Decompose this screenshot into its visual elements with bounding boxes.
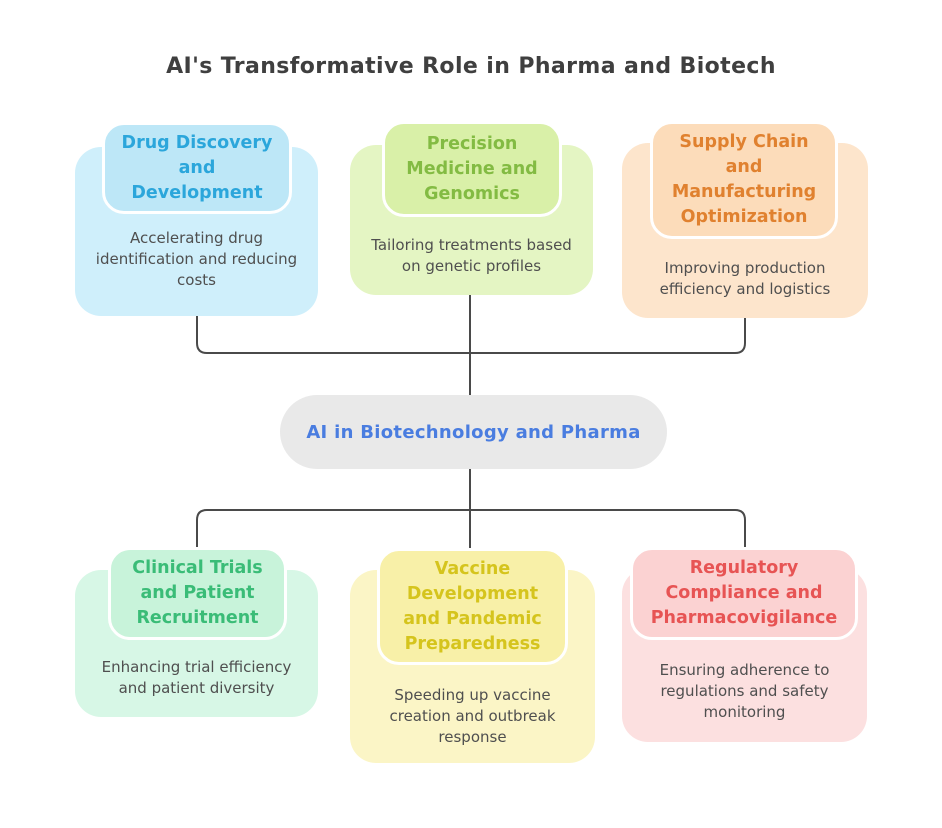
topic-description: Improving production efficiency and logi… (659, 259, 831, 298)
topic-description: Enhancing trial efficiency and patient d… (101, 658, 292, 697)
topic-description: Speeding up vaccine creation and outbrea… (389, 686, 556, 746)
topic-description: Accelerating drug identification and red… (95, 229, 298, 289)
central-node: AI in Biotechnology and Pharma (280, 395, 667, 469)
topic-title-card: Drug Discovery and Development (102, 122, 292, 214)
topic-title: Drug Discovery and Development (121, 132, 273, 203)
topic-title: Clinical Trials and Patient Recruitment (132, 558, 263, 628)
central-node-label: AI in Biotechnology and Pharma (306, 421, 641, 443)
topic-title-card: Regulatory Compliance and Pharmacovigila… (630, 547, 858, 640)
connector-bottom-bracket (196, 509, 746, 550)
topic-title-card: Precision Medicine and Genomics (382, 121, 562, 217)
topic-title-card: Clinical Trials and Patient Recruitment (108, 547, 287, 640)
diagram-heading: AI's Transformative Role in Pharma and B… (166, 54, 776, 79)
topic-title: Vaccine Development and Pandemic Prepare… (403, 558, 542, 654)
topic-title-card: Vaccine Development and Pandemic Prepare… (377, 548, 568, 665)
topic-title: Supply Chain and Manufacturing Optimizat… (671, 132, 817, 227)
topic-description: Tailoring treatments based on genetic pr… (371, 236, 572, 275)
topic-title: Precision Medicine and Genomics (406, 133, 538, 204)
topic-title: Regulatory Compliance and Pharmacovigila… (650, 558, 838, 628)
topic-title-card: Supply Chain and Manufacturing Optimizat… (650, 121, 838, 239)
topic-description: Ensuring adherence to regulations and sa… (659, 661, 830, 721)
